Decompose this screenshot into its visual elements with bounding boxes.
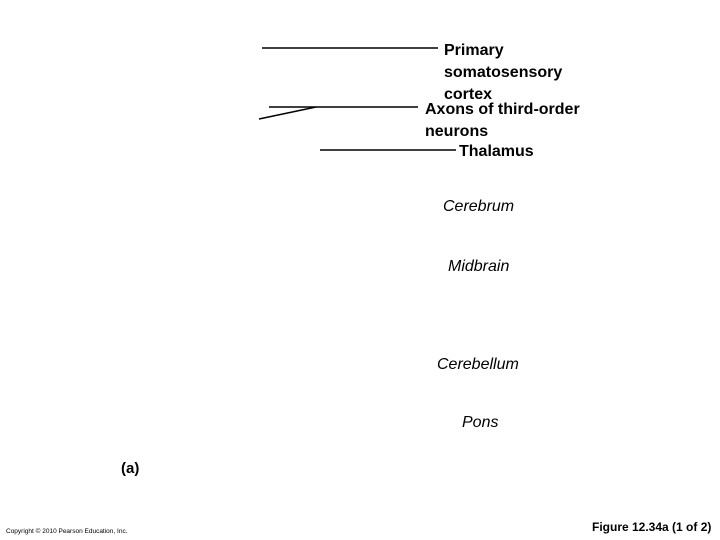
cerebrum-label: Cerebrum bbox=[443, 198, 515, 215]
axons-label-line-1: Axons of third-order bbox=[425, 101, 580, 118]
midbrain-label: Midbrain bbox=[448, 258, 510, 275]
primary-somatosensory-cortex-label: Primary somatosensory cortex bbox=[444, 40, 562, 106]
primary-label-line-1: Primary bbox=[444, 42, 504, 59]
figure-caption: Figure 12.34a (1 of 2) bbox=[592, 520, 712, 534]
copyright-notice: Copyright © 2010 Pearson Education, Inc. bbox=[6, 528, 128, 535]
primary-label-line-2: somatosensory bbox=[444, 64, 563, 81]
thalamus-label: Thalamus bbox=[459, 143, 534, 160]
cerebellum-label: Cerebellum bbox=[437, 356, 519, 373]
primary-label-line-3: cortex bbox=[444, 86, 493, 103]
axons-label-line-2: neurons bbox=[425, 123, 489, 140]
panel-letter: (a) bbox=[121, 460, 140, 477]
axons-leader-line-branch bbox=[258, 106, 317, 120]
axons-third-order-neurons-label: Axons of third-order neurons bbox=[425, 99, 580, 143]
pons-label: Pons bbox=[462, 414, 499, 431]
